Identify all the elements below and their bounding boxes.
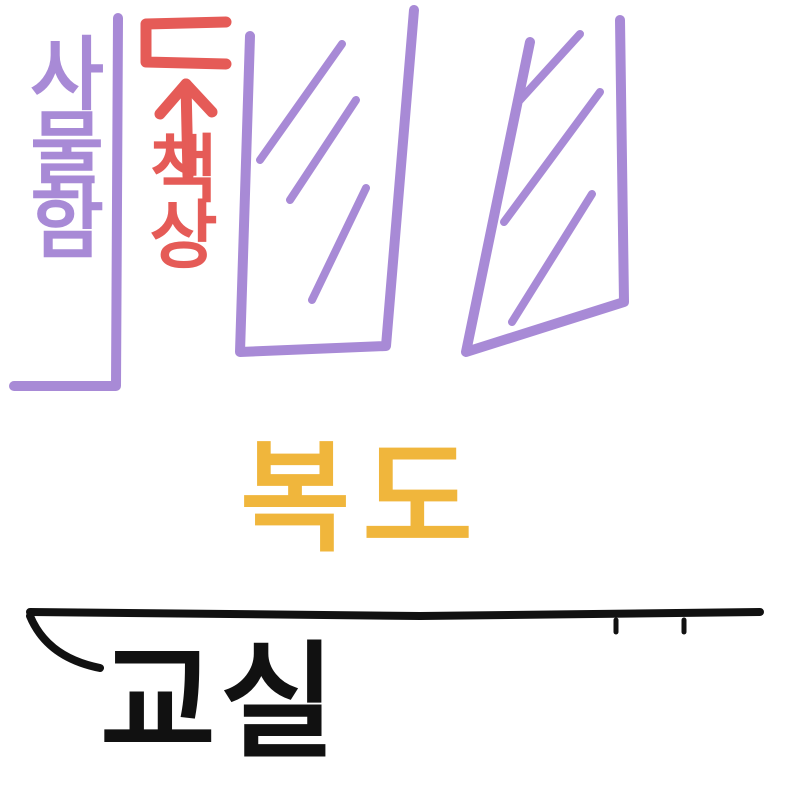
desk-label: 책상 [134,130,220,262]
desk-arrow-head [154,78,218,120]
window-left-glare-2 [286,96,360,204]
classroom-wall-corner [26,612,104,672]
desk-bracket [140,16,232,70]
window-right [461,15,629,357]
window-left [235,5,419,357]
locker-outline [9,13,123,391]
window-right-glare-3 [508,190,596,326]
window-right-frame [461,15,629,357]
classroom-label: 교실 [100,629,340,776]
window-right-glare-2 [500,88,604,226]
window-right-glare-1 [516,30,584,104]
window-left-glare-1 [256,40,346,164]
window-left-frame [235,5,419,357]
hallway-label: 복도 [240,430,485,569]
window-left-glare-3 [308,184,370,304]
locker-label: 사물함 [14,32,107,254]
up-arrow-icon [140,16,232,182]
classroom-wall-line [26,608,764,620]
desk-arrow-shaft [180,78,194,182]
